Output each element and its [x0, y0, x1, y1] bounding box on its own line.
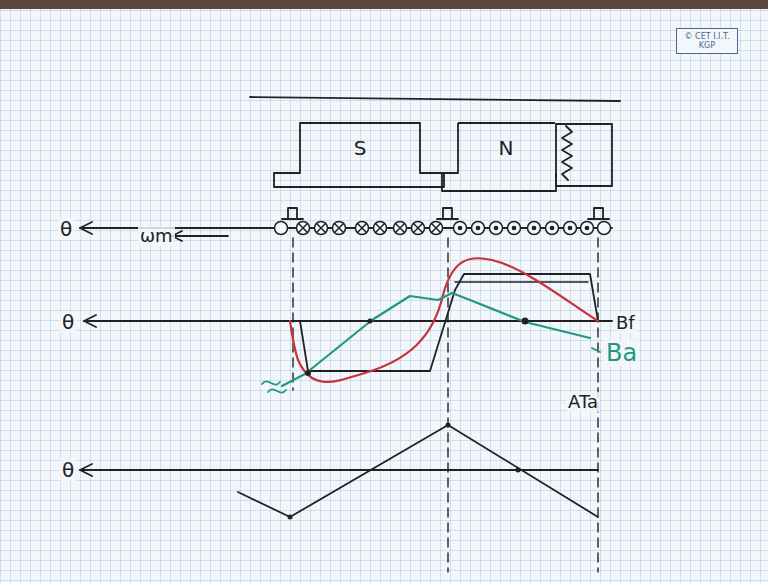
axis-label: θ [58, 218, 74, 240]
axis-arrowhead [80, 222, 92, 234]
axis-arrowhead [80, 464, 92, 476]
brush-holder [437, 218, 458, 220]
field-flux-wave [300, 274, 598, 371]
axis-label: θ [60, 459, 76, 481]
armature-flux-curve [282, 293, 590, 386]
flux-label: Ba [604, 340, 639, 366]
brush [288, 208, 297, 219]
field-coil [556, 124, 612, 186]
watermark-box: © CET I.I.T. KGP [676, 28, 738, 54]
south-pole: S [272, 121, 448, 189]
rotation-arrow [172, 235, 228, 237]
leader-line [592, 348, 600, 352]
point-mark [288, 423, 521, 520]
coil-winding [562, 126, 572, 180]
brush [594, 208, 603, 219]
curve-squiggle [262, 381, 286, 392]
watermark-text: © CET I.I.T. KGP [680, 32, 734, 50]
pole-label: S [354, 136, 367, 160]
north-pole: N [440, 121, 560, 193]
armature-mmf-wave [238, 425, 598, 517]
brush-holder [282, 218, 303, 220]
mmf-label: ATa [566, 392, 600, 412]
brush [443, 208, 452, 219]
point-mark [305, 318, 529, 377]
conductor-dot [454, 222, 594, 235]
conductor-cross [297, 222, 443, 235]
speed-label: ωm [138, 226, 175, 246]
paper-edge [0, 0, 768, 9]
resultant-flux-curve [290, 258, 598, 382]
axis-arrowhead [84, 315, 96, 327]
pole-label: N [499, 136, 514, 160]
flux-label: Bf [614, 313, 637, 333]
theta-axis [84, 320, 612, 322]
axis-label: θ [60, 311, 76, 333]
yoke-line [250, 97, 620, 101]
armature-conductors [275, 222, 611, 235]
field-flux-wave [455, 281, 588, 282]
brush-holder [588, 218, 609, 220]
